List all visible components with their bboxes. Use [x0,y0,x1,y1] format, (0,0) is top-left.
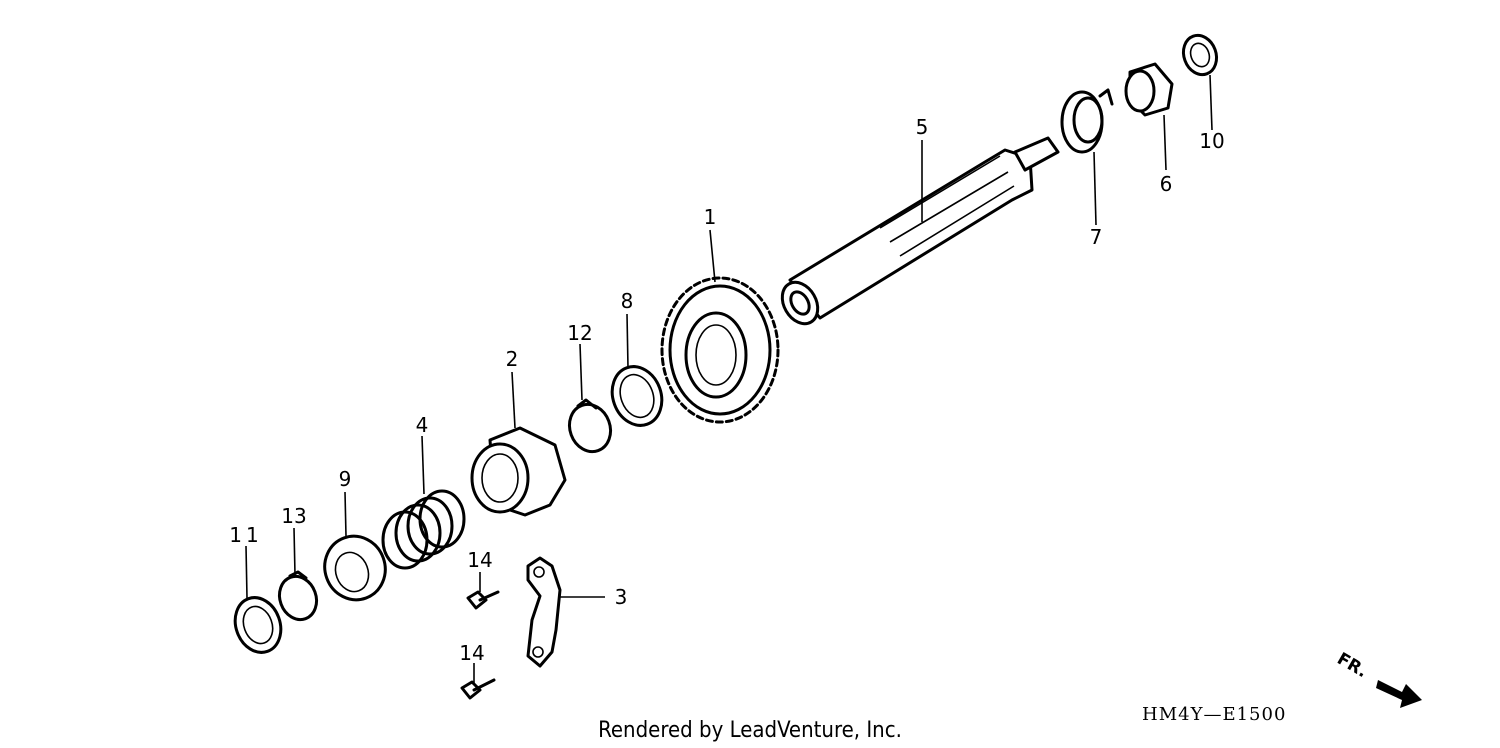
callout-14-lower[interactable]: 14 [459,641,484,665]
callout-10[interactable]: 10 [1199,129,1224,153]
part-9-collar[interactable] [316,528,394,609]
callout-14-upper[interactable]: 14 [467,548,492,572]
part-5-shaft[interactable] [775,136,1060,330]
callout-5[interactable]: 5 [916,115,929,139]
part-10-washer[interactable] [1178,31,1222,80]
part-2-ratchet[interactable] [470,426,567,517]
callout-3[interactable]: 3 [615,585,628,609]
callout-12[interactable]: 12 [567,321,592,345]
callout-11[interactable]: 11 [229,523,262,547]
part-14-bolt-lower[interactable] [460,678,496,700]
callout-9[interactable]: 9 [339,467,352,491]
part-13-circlip[interactable] [274,570,323,625]
part-3-plate[interactable] [526,556,562,668]
part-11-washer[interactable] [228,591,288,659]
callout-8[interactable]: 8 [621,289,634,313]
front-direction-indicator: FR. [1334,649,1422,708]
callout-4[interactable]: 4 [416,413,429,437]
callout-13[interactable]: 13 [281,504,306,528]
callout-7[interactable]: 7 [1090,225,1103,249]
direction-label: FR. [1334,649,1371,682]
part-12-circlip[interactable] [563,398,617,458]
callout-2[interactable]: 2 [506,347,519,371]
part-7-torsion-spring[interactable] [1060,88,1114,154]
callout-1[interactable]: 1 [704,205,717,229]
part-1-gear[interactable] [660,276,780,424]
part-14-bolt-upper[interactable] [466,590,500,610]
callout-6[interactable]: 6 [1160,172,1173,196]
part-8-washer[interactable] [604,360,670,433]
render-credit: Rendered by LeadVenture, Inc. [598,718,902,743]
leader-lines [245,74,1213,683]
front-arrow-icon [1376,680,1422,708]
part-6-collar[interactable] [1124,62,1174,117]
part-4-spring[interactable] [381,489,466,570]
diagram-code: HM4Y—E1500 [1142,704,1286,725]
